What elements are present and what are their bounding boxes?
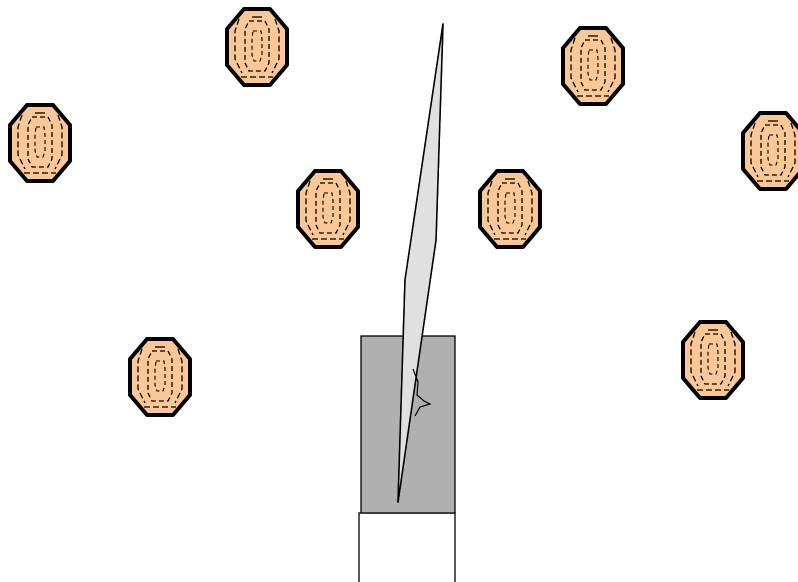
octagon-target-icon [225, 7, 289, 87]
octagon-target-icon [741, 111, 798, 191]
octagon-target-icon [128, 337, 192, 417]
target-middle-left [296, 169, 360, 249]
target-far-right [741, 111, 798, 191]
target-top-right-center [561, 26, 625, 106]
aim-beam-fill [397, 23, 444, 503]
base-box [358, 512, 456, 582]
octagon-target-icon [296, 169, 360, 249]
trajectory-squiggle [412, 368, 432, 417]
octagon-target-icon [8, 103, 72, 183]
target-lower-left [128, 337, 192, 417]
octagon-target-icon [478, 169, 542, 249]
target-middle-right [478, 169, 542, 249]
octagon-target-icon [681, 320, 745, 400]
octagon-target-icon [561, 26, 625, 106]
target-top-left-center [225, 7, 289, 87]
target-far-left [8, 103, 72, 183]
target-lower-right [681, 320, 745, 400]
